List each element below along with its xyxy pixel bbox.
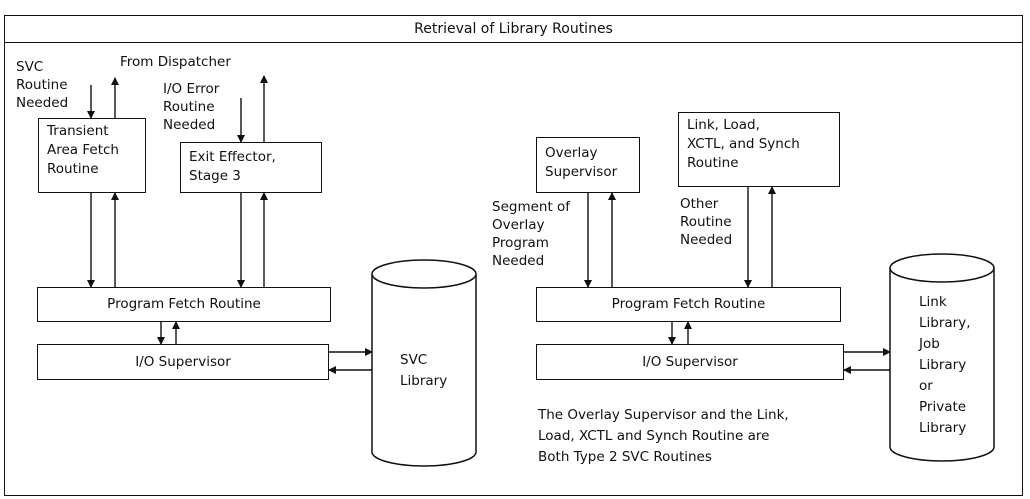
- svc-library-label: SVC Library: [400, 352, 448, 389]
- program-fetch-routine-box-left: Program Fetch Routine: [37, 287, 331, 322]
- overlay-supervisor-label: Overlay Supervisor: [545, 145, 618, 180]
- io-supervisor-box-left: I/O Supervisor: [37, 344, 329, 380]
- link-library-cylinder: [889, 253, 995, 462]
- io-error-routine-needed-label: I/O Error Routine Needed: [163, 81, 220, 133]
- title-text: Retrieval of Library Routines: [414, 20, 613, 37]
- exit-effector-label: Exit Effector, Stage 3: [189, 149, 276, 184]
- program-fetch-routine-label-right: Program Fetch Routine: [611, 296, 766, 312]
- io-supervisor-label-left: I/O Supervisor: [135, 353, 231, 370]
- from-dispatcher-label: From Dispatcher: [120, 54, 231, 70]
- overlay-supervisor-box: Overlay Supervisor: [536, 137, 640, 193]
- svc-routine-needed-label: SVC Routine Needed: [16, 59, 69, 111]
- diagram-title: Retrieval of Library Routines: [4, 15, 1023, 43]
- program-fetch-routine-box-right: Program Fetch Routine: [536, 287, 841, 322]
- type2-svc-note: The Overlay Supervisor and the Link, Loa…: [538, 407, 789, 465]
- other-routine-needed-label: Other Routine Needed: [680, 196, 733, 248]
- transient-area-fetch-routine-box: Transient Area Fetch Routine: [38, 118, 146, 193]
- link-load-xctl-synch-label: Link, Load, XCTL, and Synch Routine: [687, 117, 800, 171]
- link-library-label: Link Library, Job Library or Private Lib…: [919, 294, 971, 436]
- link-load-xctl-synch-box: Link, Load, XCTL, and Synch Routine: [678, 112, 840, 187]
- svc-library-cylinder: [371, 259, 477, 467]
- exit-effector-box: Exit Effector, Stage 3: [180, 142, 322, 193]
- io-supervisor-label-right: I/O Supervisor: [642, 353, 738, 370]
- diagram-frame: [4, 15, 1023, 496]
- program-fetch-routine-label-left: Program Fetch Routine: [107, 296, 261, 312]
- transient-area-fetch-routine-label: Transient Area Fetch Routine: [47, 123, 119, 177]
- segment-overlay-needed-label: Segment of Overlay Program Needed: [492, 199, 571, 269]
- io-supervisor-box-right: I/O Supervisor: [536, 344, 844, 380]
